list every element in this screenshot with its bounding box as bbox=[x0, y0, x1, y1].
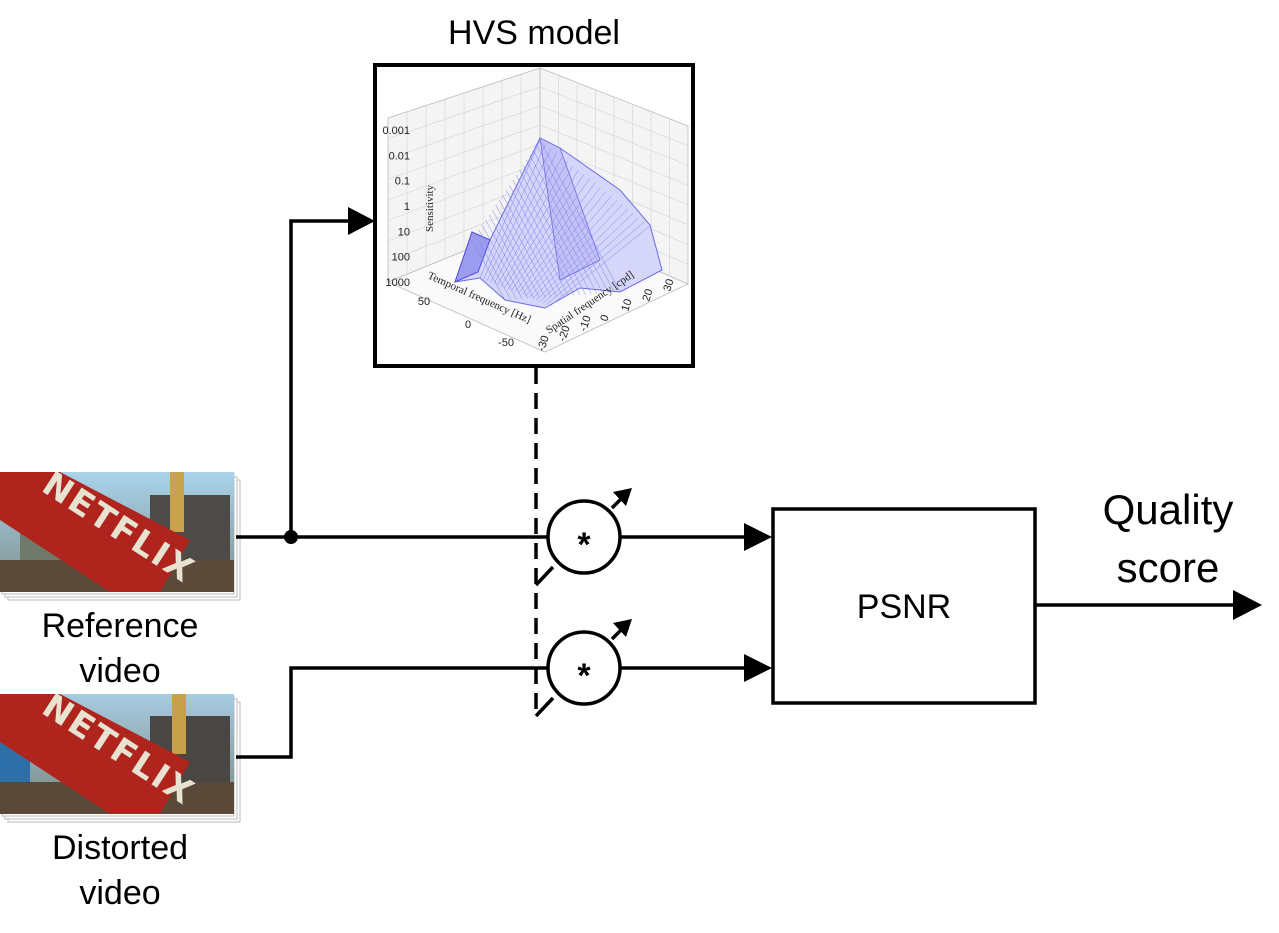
spatial-tick-label: -20 bbox=[556, 324, 572, 343]
quality-score-label-line1: Quality bbox=[1103, 486, 1234, 533]
reference-to-hvs-line bbox=[289, 219, 350, 537]
temporal-tick-label: 0 bbox=[465, 319, 471, 331]
distorted-video-label-line1: Distorted bbox=[52, 829, 188, 867]
top-multiplier-symbol: * bbox=[577, 526, 591, 564]
hvs-input-arrowhead bbox=[348, 207, 375, 235]
temporal-tick-label: -50 bbox=[498, 337, 514, 349]
sensitivity-axis-label: Sensitivity bbox=[424, 184, 436, 232]
bottom-multiplier-adjust-arrowhead bbox=[613, 619, 632, 637]
psnr-label: PSNR bbox=[857, 588, 951, 626]
spatial-tick-label: -10 bbox=[577, 314, 593, 333]
z-tick-label: 1000 bbox=[386, 277, 410, 289]
output-arrowhead bbox=[1233, 590, 1262, 620]
quality-score-label-line2: score bbox=[1117, 544, 1220, 591]
z-tick-label: 100 bbox=[392, 252, 410, 264]
reference-video-label-line2: video bbox=[79, 652, 160, 690]
top-to-psnr-arrowhead bbox=[744, 523, 772, 551]
distorted-video-thumbnail: NETFLIX bbox=[0, 694, 241, 823]
top-multiplier-adjust-arrowhead bbox=[613, 488, 632, 506]
temporal-tick-label: 50 bbox=[418, 296, 430, 308]
spatial-tick-label: 10 bbox=[619, 298, 634, 313]
distorted-signal-line bbox=[236, 666, 548, 759]
spatial-tick-label: 20 bbox=[640, 288, 655, 303]
spatial-tick-label: 0 bbox=[598, 313, 611, 323]
bottom-to-psnr-arrowhead bbox=[744, 654, 772, 682]
spatial-tick-label: -30 bbox=[535, 334, 551, 353]
distorted-video-label-line2: video bbox=[79, 874, 160, 912]
reference-video-thumbnail: NETFLIX bbox=[0, 472, 241, 601]
reference-video-label-line1: Reference bbox=[42, 607, 199, 645]
psnr-box bbox=[771, 507, 1037, 705]
spatial-tick-label: 30 bbox=[661, 278, 676, 293]
z-tick-label: 0.001 bbox=[382, 125, 410, 137]
z-tick-label: 1 bbox=[404, 201, 410, 213]
hvs-surface bbox=[454, 137, 663, 309]
bottom-multiplier-symbol: * bbox=[577, 657, 591, 695]
hvs-model-title: HVS model bbox=[448, 14, 620, 52]
top-multiplier: * bbox=[534, 488, 632, 587]
z-tick-label: 0.1 bbox=[395, 176, 410, 188]
z-tick-label: 10 bbox=[398, 226, 410, 238]
bottom-multiplier: * bbox=[534, 619, 632, 718]
z-tick-label: 0.01 bbox=[389, 150, 410, 162]
